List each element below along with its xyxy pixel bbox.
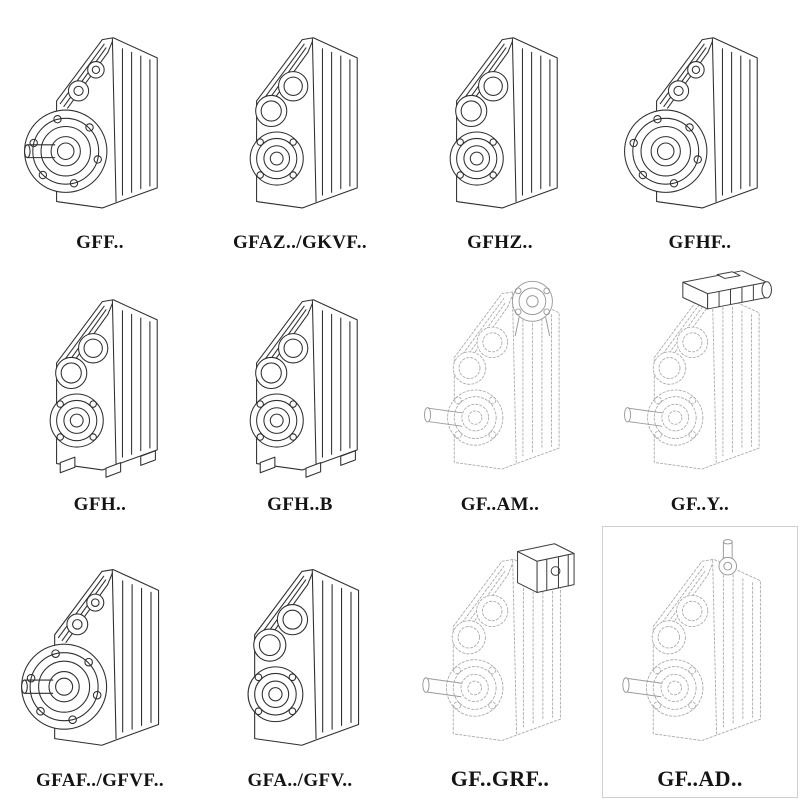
gearbox-model-label: GFAF../GFVF.. xyxy=(35,770,164,791)
catalog-cell-gfaz-gkvf: GFAZ../GKVF.. xyxy=(200,0,400,262)
gearbox-model-label: GF..Y.. xyxy=(670,494,730,515)
catalog-cell-gfh: GFH.. xyxy=(0,262,200,524)
foot-mounted-gearbox-b-drawing xyxy=(249,299,358,478)
gearbox-with-input-shaft-drawing xyxy=(622,539,761,742)
flange-output-shaft-gearbox-drawing xyxy=(21,569,160,746)
gearbox-model-label: GF..AD.. xyxy=(657,766,743,791)
catalog-cell-gff: GFF.. xyxy=(0,0,200,262)
catalog-cell-gfa-gfv: GFA../GFV.. xyxy=(200,524,400,800)
hollow-shaft-gearbox-drawing xyxy=(249,37,358,209)
gearbox-with-adapter-drawing xyxy=(422,543,575,742)
catalog-cell-gfhf: GFHF.. xyxy=(600,0,800,262)
flange-output-shaft-gearbox-drawing xyxy=(23,37,158,209)
foot-mounted-gearbox-drawing xyxy=(49,299,158,478)
gearbox-model-label: GFH..B xyxy=(267,494,333,515)
catalog-cell-gf-grf: GF..GRF.. xyxy=(400,524,600,800)
gearbox-model-label: GFAZ../GKVF.. xyxy=(233,232,367,253)
gearbox-model-label: GF..GRF.. xyxy=(450,766,550,791)
catalog-cell-gfaf-gfvf: GFAF../GFVF.. xyxy=(0,524,200,800)
catalog-cell-gfhz: GFHZ.. xyxy=(400,0,600,262)
electric-motor-icon xyxy=(682,270,772,310)
gearbox-model-label: GFH.. xyxy=(73,494,127,515)
gearbox-model-label: GFF.. xyxy=(76,232,124,253)
gearbox-model-label: GF..AM.. xyxy=(460,494,540,515)
catalog-cell-gf-ad: GF..AD.. xyxy=(600,524,800,800)
gearbox-with-input-flange-drawing xyxy=(424,280,560,470)
gearbox-model-label: GFHF.. xyxy=(668,232,732,253)
hollow-shaft-gearbox-angled-drawing xyxy=(449,37,558,209)
catalog-cell-gf-y: GF..Y.. xyxy=(600,262,800,524)
flange-hollow-shaft-gearbox-drawing xyxy=(623,37,758,209)
hollow-shaft-gearbox-drawing xyxy=(247,569,360,746)
gearbox-model-label: GFA../GFV.. xyxy=(247,770,353,791)
catalog-cell-gfh-b: GFH..B xyxy=(200,262,400,524)
input-adapter-icon xyxy=(517,543,575,593)
gearbox-with-motor-drawing xyxy=(624,270,772,470)
gearbox-model-label: GFHZ.. xyxy=(467,232,533,253)
catalog-cell-gf-am: GF..AM.. xyxy=(400,262,600,524)
